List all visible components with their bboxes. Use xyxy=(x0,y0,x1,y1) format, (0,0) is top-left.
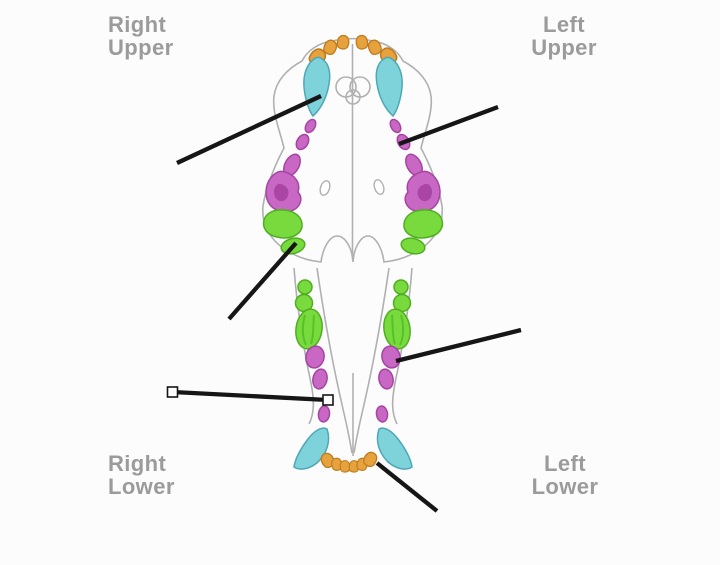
pointer-to-left-upper-premolar[interactable] xyxy=(398,104,499,147)
quadrant-label-right-upper: Right Upper xyxy=(108,13,174,59)
upper-right-premolar4-detail xyxy=(274,183,289,202)
lower-right-premolar3-tooth xyxy=(312,368,328,390)
lower-incisor-tooth xyxy=(339,459,351,474)
lower-right-molar3-tooth xyxy=(297,279,313,295)
pointer-to-right-lower-premolar[interactable] xyxy=(172,389,329,403)
pointer-to-lower-incisors[interactable] xyxy=(375,461,439,513)
upper-skull-outline xyxy=(262,37,443,263)
mandible-inner-right xyxy=(316,267,353,454)
label-line: Left xyxy=(543,12,585,37)
upper-left-teeth xyxy=(375,56,444,257)
lower-right-premolar4-tooth xyxy=(305,345,325,369)
upper-right-teeth xyxy=(262,56,331,255)
line-handle-start[interactable] xyxy=(166,386,179,398)
lower-right-teeth xyxy=(293,279,331,470)
selected-line-annotation[interactable] xyxy=(166,386,334,406)
upper-right-premolar1-tooth xyxy=(304,118,317,134)
label-line: Right xyxy=(108,12,167,37)
lower-right-molar1-tooth xyxy=(295,308,323,350)
palatine-foramen-left xyxy=(373,179,385,195)
lower-jaw xyxy=(293,267,414,474)
line-handle-end[interactable] xyxy=(322,394,334,406)
pointer-to-right-upper-canine[interactable] xyxy=(176,94,322,165)
upper-incisor-tooth xyxy=(335,34,351,51)
quadrant-label-left-upper: Left Upper xyxy=(514,13,614,59)
annotation-pointers xyxy=(166,94,522,513)
label-line: Upper xyxy=(108,35,174,60)
lower-right-molar1-detail xyxy=(301,314,307,346)
label-line: Upper xyxy=(531,35,597,60)
label-line: Lower xyxy=(108,474,175,499)
pointer-to-left-lower-premolar[interactable] xyxy=(395,327,522,364)
mandible-inner-left xyxy=(353,267,390,454)
lower-incisors xyxy=(318,449,380,474)
upper-right-premolar2-tooth xyxy=(295,133,310,151)
upper-jaw xyxy=(262,34,444,263)
upper-right-molar1-tooth xyxy=(262,209,303,239)
label-line: Right xyxy=(108,451,167,476)
lower-right-premolar2-tooth xyxy=(317,405,331,423)
quadrant-label-right-lower: Right Lower xyxy=(108,452,175,498)
incisive-papilla xyxy=(335,76,371,105)
lower-left-teeth xyxy=(374,279,414,471)
pointer-to-right-upper-molar[interactable] xyxy=(227,241,298,321)
palatine-foramen-right xyxy=(319,180,331,196)
lower-right-molar1-detail xyxy=(310,314,315,345)
quadrant-label-left-lower: Left Lower xyxy=(512,452,618,498)
upper-incisor-tooth xyxy=(354,34,370,51)
label-line: Lower xyxy=(531,474,599,499)
upper-right-canine-tooth xyxy=(303,56,331,118)
label-line: Left xyxy=(544,451,586,476)
